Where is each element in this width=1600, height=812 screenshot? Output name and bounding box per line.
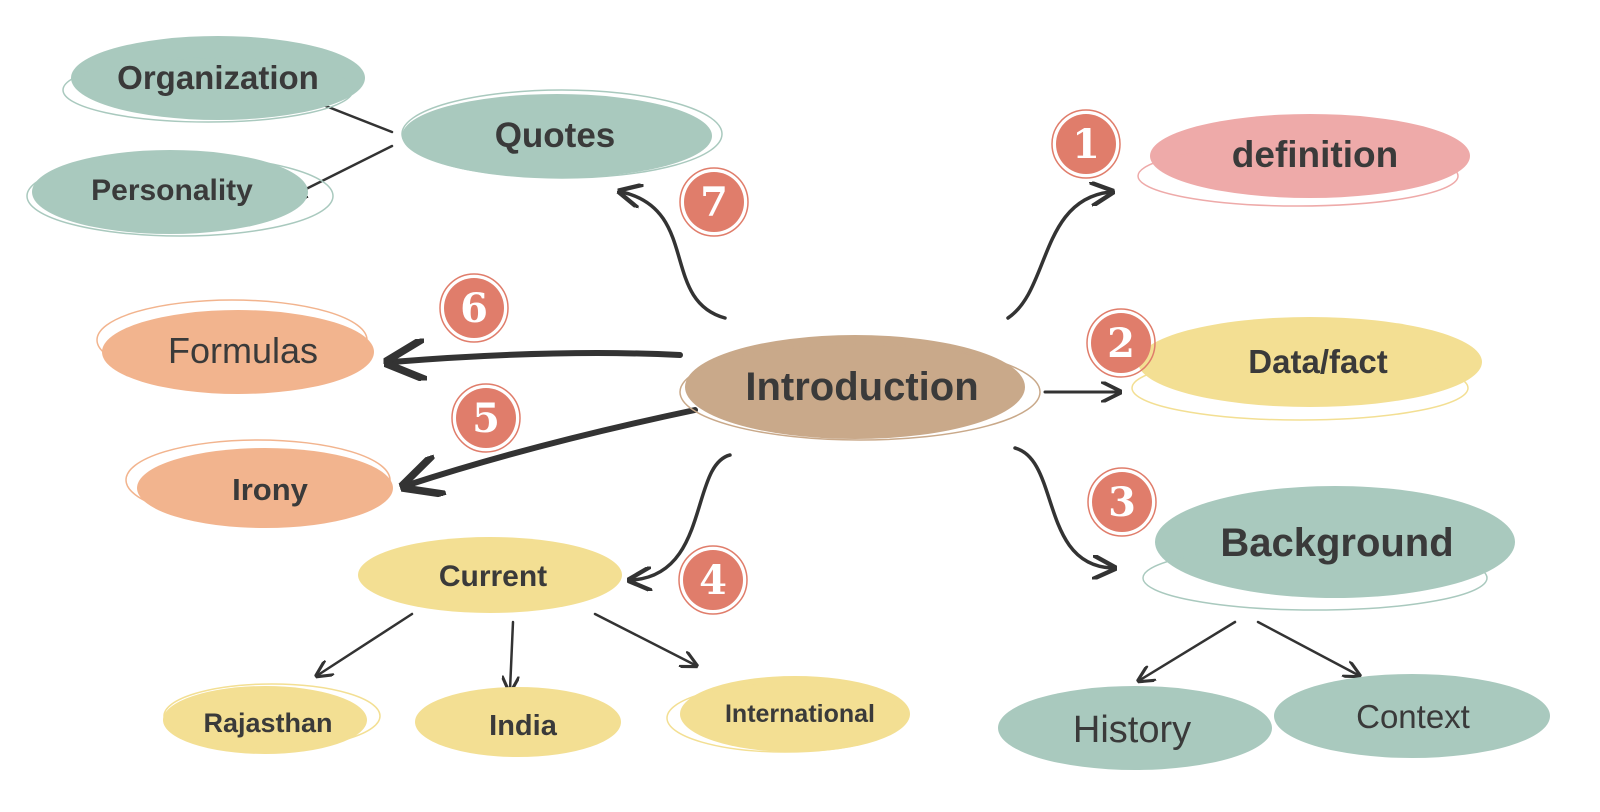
organization-label: Organization	[117, 59, 319, 96]
badge-3: 3	[1087, 467, 1157, 537]
current-label: Current	[439, 560, 547, 593]
node-rajasthan: Rajasthan	[163, 683, 381, 754]
node-context: Context	[1274, 674, 1550, 758]
badge-7-number: 7	[700, 179, 728, 226]
node-international: International	[666, 676, 910, 753]
rajasthan-label: Rajasthan	[203, 708, 332, 738]
connectors	[285, 90, 1358, 690]
arrow-to-formulas	[392, 353, 683, 362]
arrow-to-history	[1140, 620, 1237, 680]
arrow-to-personality	[292, 144, 394, 196]
history-label: History	[1073, 709, 1191, 751]
quotes-label: Quotes	[495, 116, 616, 155]
arrow-to-definition	[1006, 192, 1110, 320]
node-personality: Personality	[26, 150, 334, 237]
personality-label: Personality	[91, 174, 253, 207]
node-organization: Organization	[62, 36, 365, 123]
definition-label: definition	[1232, 134, 1398, 175]
data-fact-label: Data/fact	[1248, 343, 1387, 380]
arrow-to-irony	[408, 407, 698, 485]
international-label: International	[725, 700, 875, 728]
node-definition: definition	[1137, 114, 1470, 207]
node-data-fact: Data/fact	[1131, 317, 1482, 421]
badge-4-number: 4	[699, 557, 727, 604]
arrow-to-current	[632, 453, 732, 580]
formulas-label: Formulas	[168, 330, 318, 371]
node-current: Current	[358, 537, 622, 613]
badge-1-number: 1	[1072, 121, 1100, 168]
india-label: India	[489, 710, 558, 742]
node-quotes: Quotes	[401, 89, 723, 179]
arrow-to-background	[1013, 446, 1112, 568]
arrow-to-international	[593, 612, 695, 665]
arrow-to-context	[1256, 620, 1358, 675]
badge-2-number: 2	[1107, 320, 1135, 367]
badge-1: 1	[1051, 109, 1121, 179]
node-formulas: Formulas	[96, 299, 374, 394]
node-india: India	[415, 687, 621, 757]
badge-2: 2	[1086, 308, 1156, 378]
arrow-to-quotes	[622, 192, 727, 320]
badge-5-number: 5	[472, 395, 500, 442]
badge-4: 4	[678, 545, 748, 615]
introduction-label: Introduction	[745, 365, 978, 409]
node-irony: Irony	[125, 439, 393, 528]
background-label: Background	[1220, 521, 1453, 565]
node-introduction: Introduction	[679, 335, 1041, 441]
arrow-to-india	[510, 620, 513, 690]
badge-6-number: 6	[460, 285, 488, 332]
arrow-to-rajasthan	[318, 612, 414, 675]
node-background: Background	[1142, 486, 1515, 611]
irony-label: Irony	[232, 472, 309, 507]
badge-7: 7	[679, 167, 749, 237]
node-history: History	[998, 686, 1272, 770]
badge-6: 6	[439, 273, 509, 343]
badge-3-number: 3	[1108, 479, 1136, 526]
badge-5: 5	[451, 383, 521, 453]
context-label: Context	[1356, 698, 1470, 735]
